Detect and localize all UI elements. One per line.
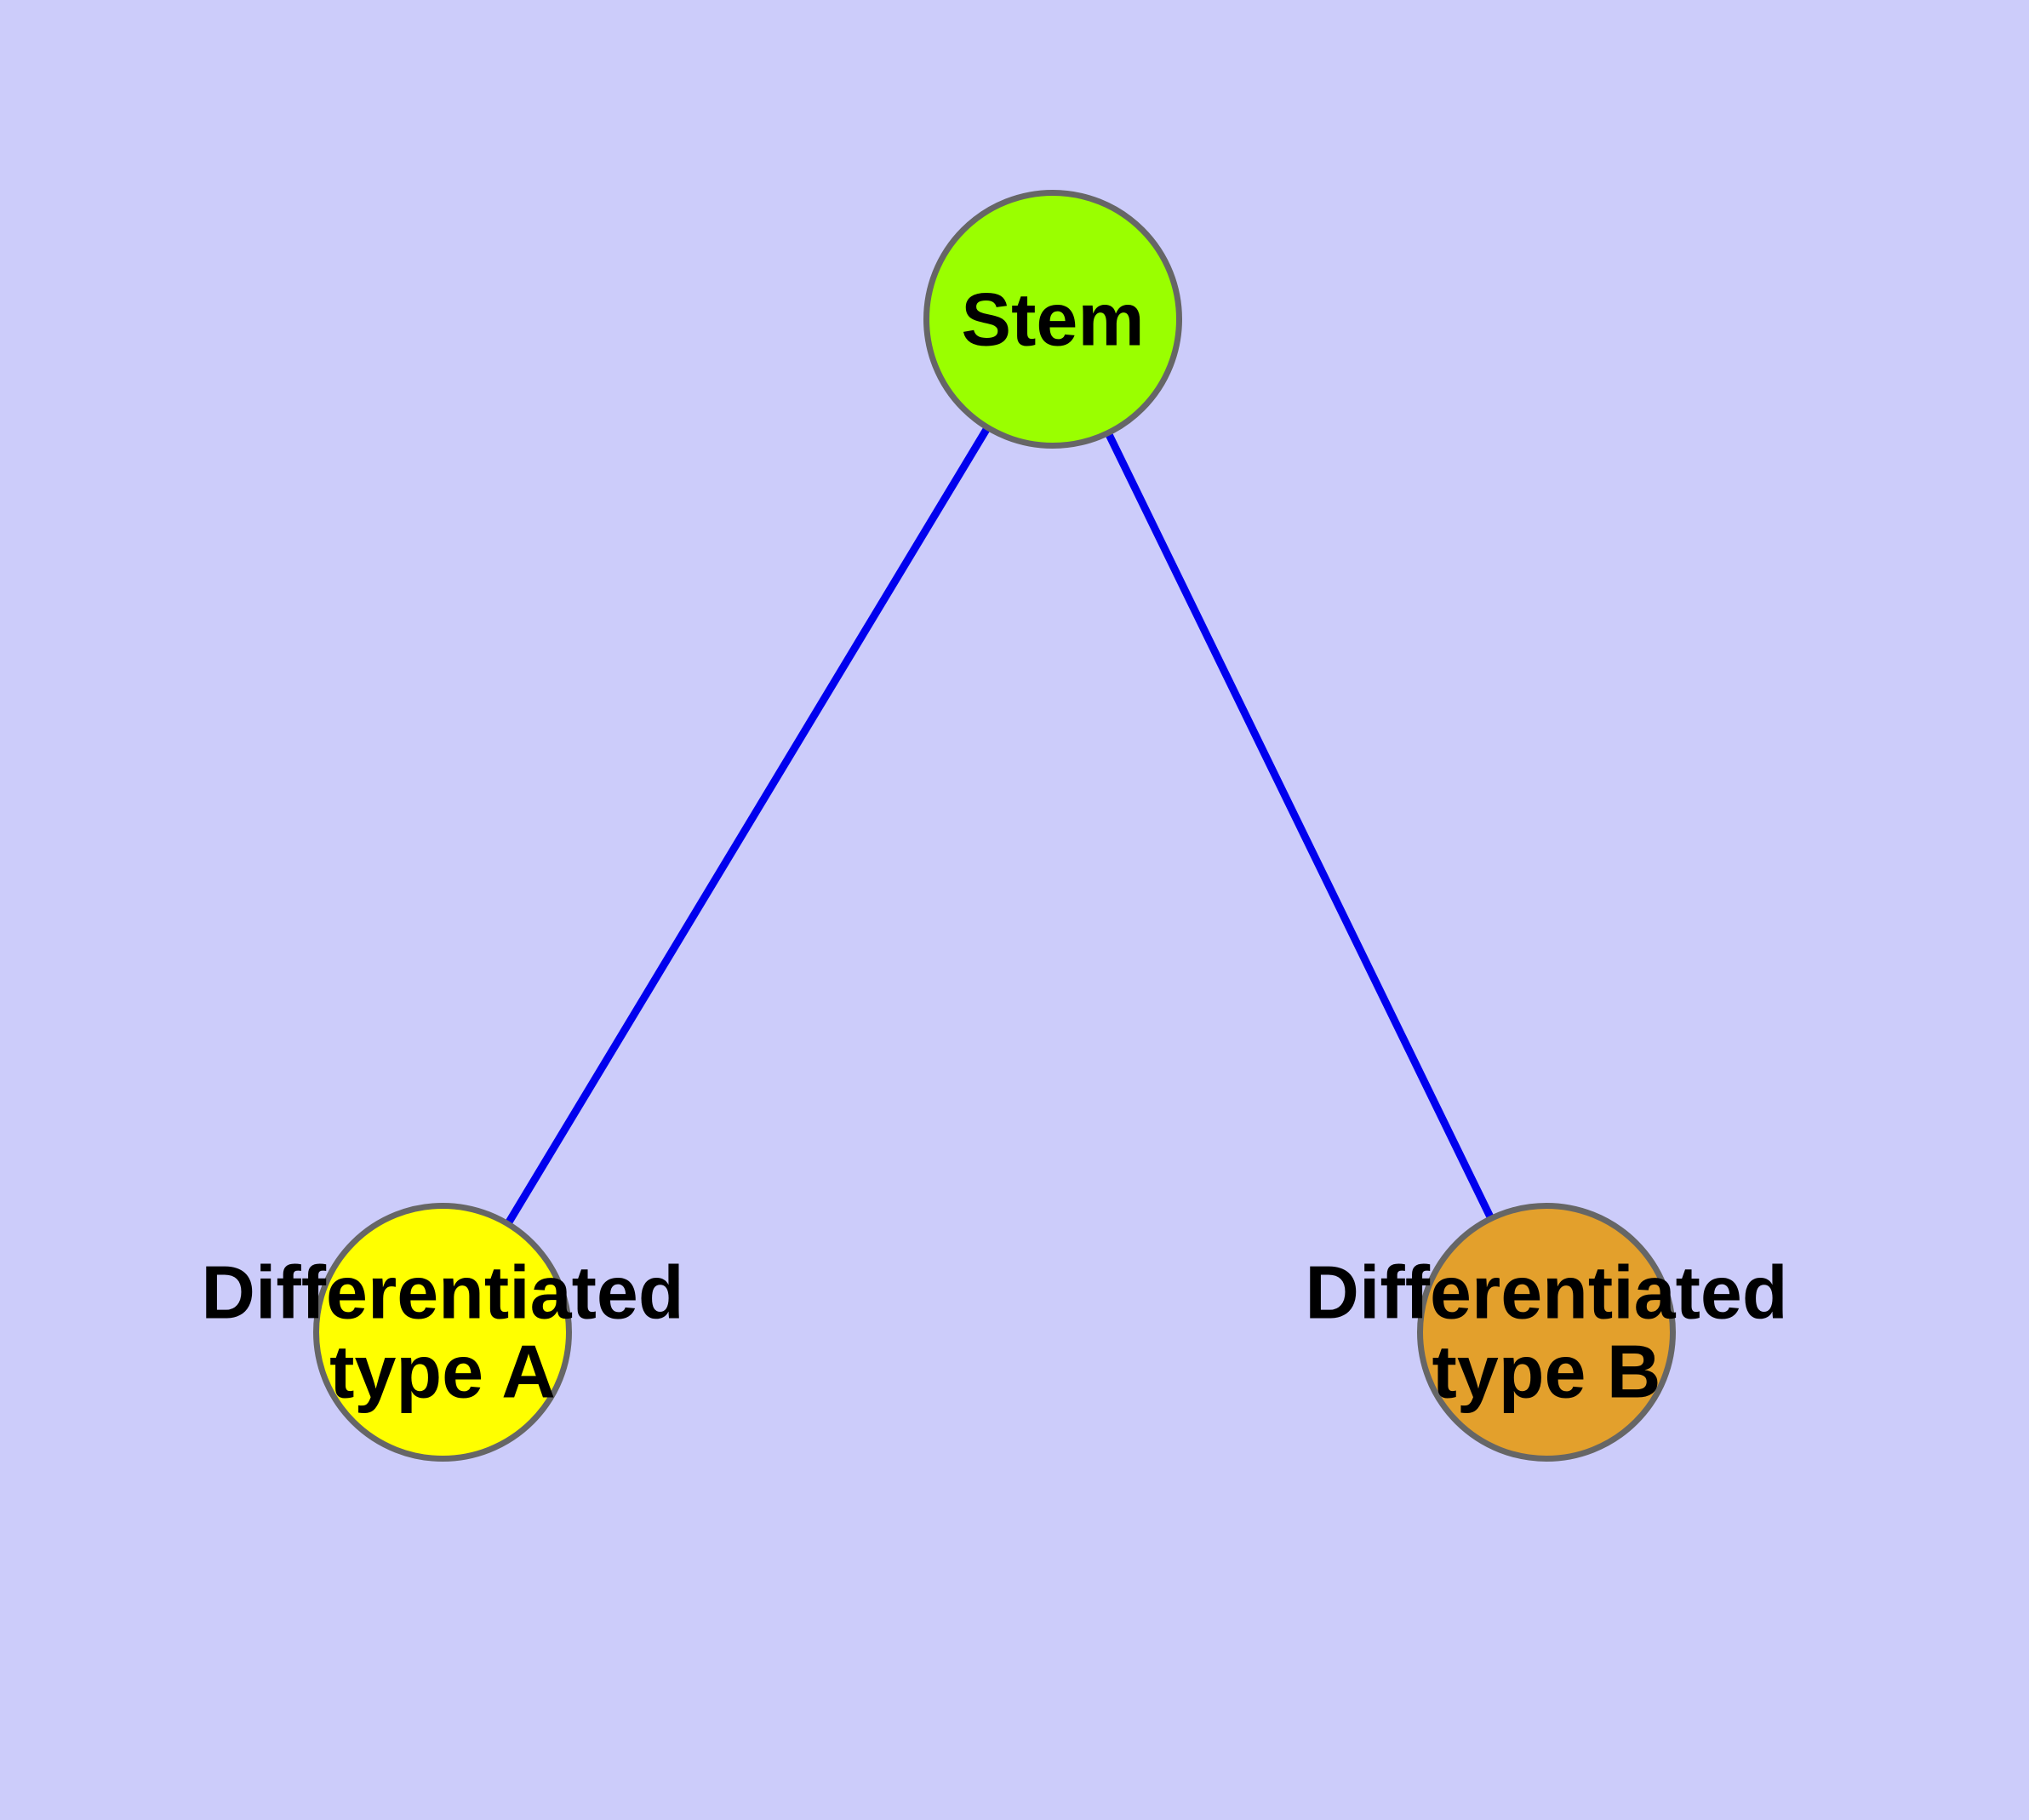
node-layer xyxy=(313,190,1676,1462)
node-diff_b[interactable] xyxy=(1417,1203,1676,1462)
edge-stem-to-a[interactable] xyxy=(439,317,1056,1335)
edge-stem-to-b[interactable] xyxy=(1049,318,1551,1334)
node-diff_a[interactable] xyxy=(313,1203,572,1462)
edge-layer xyxy=(439,317,1551,1335)
node-stem[interactable] xyxy=(923,190,1182,449)
